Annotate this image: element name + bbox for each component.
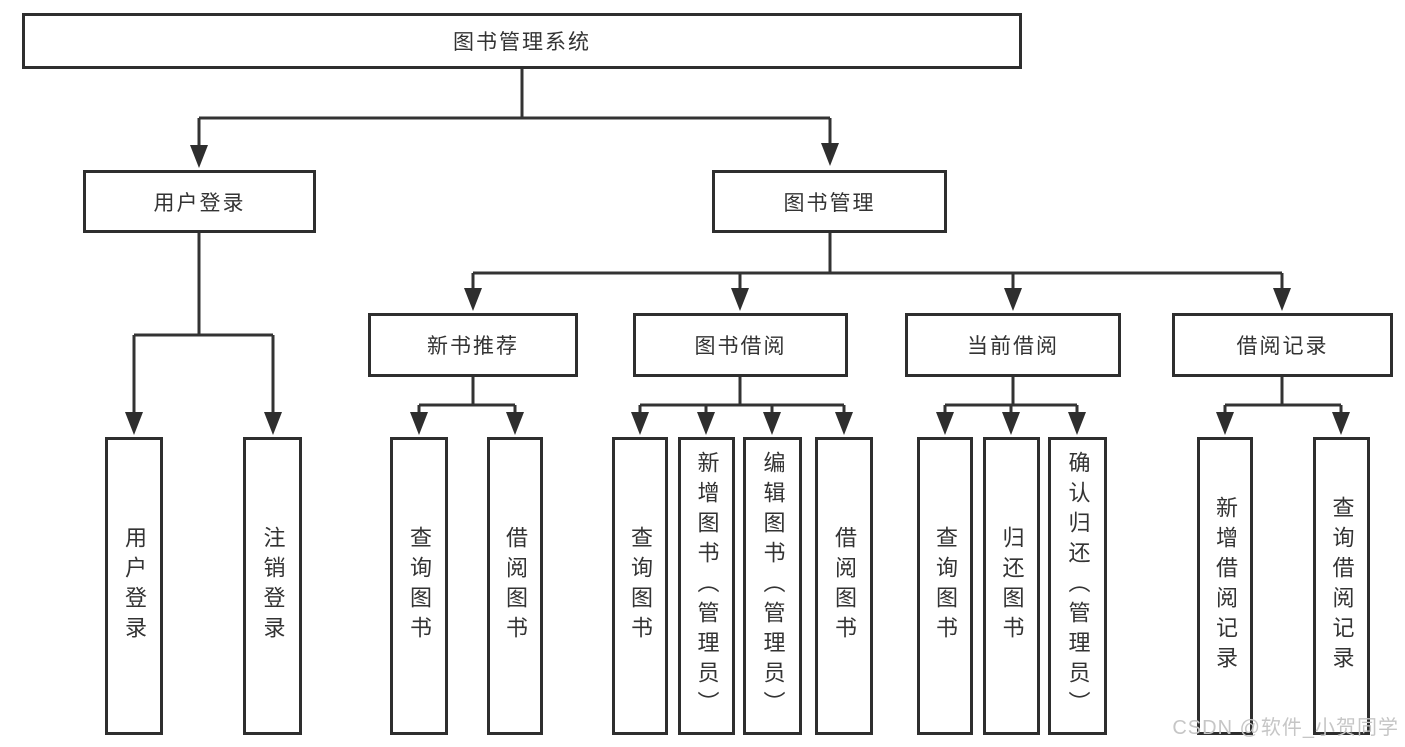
node-borrowing-records-label: 借阅记录: [1236, 335, 1329, 358]
watermark: CSDN @软件_小贺同学: [1172, 717, 1399, 739]
arrowheads: [125, 143, 1350, 435]
leaf-records-add-record-label: 新增借阅记录: [1213, 496, 1238, 676]
node-book-borrowing: 图书借阅: [633, 313, 848, 377]
leaf-recommend-search-book: 查询图书: [390, 437, 448, 735]
node-new-book-recommend: 新书推荐: [368, 313, 578, 377]
leaf-current-confirm-return-admin: 确认归还（管理员）: [1048, 437, 1107, 735]
leaf-recommend-borrow-book-label: 借阅图书: [503, 526, 528, 646]
leaf-current-confirm-return-admin-label: 确认归还（管理员）: [1065, 451, 1091, 721]
leaf-recommend-search-book-label: 查询图书: [407, 526, 432, 646]
leaf-user-login: 用户登录: [105, 437, 163, 735]
leaf-current-return-book: 归还图书: [983, 437, 1040, 735]
node-book-management: 图书管理: [712, 170, 947, 233]
leaf-logout-label: 注销登录: [260, 526, 286, 646]
leaf-records-search-record: 查询借阅记录: [1313, 437, 1370, 735]
node-root: 图书管理系统: [22, 13, 1022, 69]
leaf-borrowing-add-book-admin-label: 新增图书（管理员）: [694, 451, 720, 721]
node-new-book-recommend-label: 新书推荐: [427, 335, 519, 358]
leaf-borrowing-borrow-book: 借阅图书: [815, 437, 873, 735]
leaf-records-search-record-label: 查询借阅记录: [1329, 496, 1355, 676]
leaf-logout: 注销登录: [243, 437, 302, 735]
leaf-borrowing-search-book-label: 查询图书: [628, 526, 653, 646]
node-book-management-label: 图书管理: [783, 191, 876, 215]
leaf-current-search-book: 查询图书: [917, 437, 973, 735]
node-user-login-label: 用户登录: [153, 191, 246, 215]
node-user-login: 用户登录: [83, 170, 316, 233]
node-current-borrowing: 当前借阅: [905, 313, 1121, 377]
leaf-borrowing-edit-book-admin-label: 编辑图书（管理员）: [760, 451, 786, 721]
node-root-label: 图书管理系统: [453, 31, 591, 54]
leaf-current-return-book-label: 归还图书: [999, 526, 1025, 646]
leaf-recommend-borrow-book: 借阅图书: [487, 437, 543, 735]
leaf-borrowing-edit-book-admin: 编辑图书（管理员）: [743, 437, 802, 735]
leaf-user-login-label: 用户登录: [122, 526, 147, 646]
leaf-borrowing-add-book-admin: 新增图书（管理员）: [678, 437, 735, 735]
leaf-records-add-record: 新增借阅记录: [1197, 437, 1253, 735]
node-borrowing-records: 借阅记录: [1172, 313, 1393, 377]
leaf-current-search-book-label: 查询图书: [933, 526, 958, 646]
node-book-borrowing-label: 图书借阅: [694, 335, 787, 358]
leaf-borrowing-search-book: 查询图书: [612, 437, 668, 735]
node-current-borrowing-label: 当前借阅: [967, 335, 1059, 358]
leaf-borrowing-borrow-book-label: 借阅图书: [832, 526, 857, 646]
